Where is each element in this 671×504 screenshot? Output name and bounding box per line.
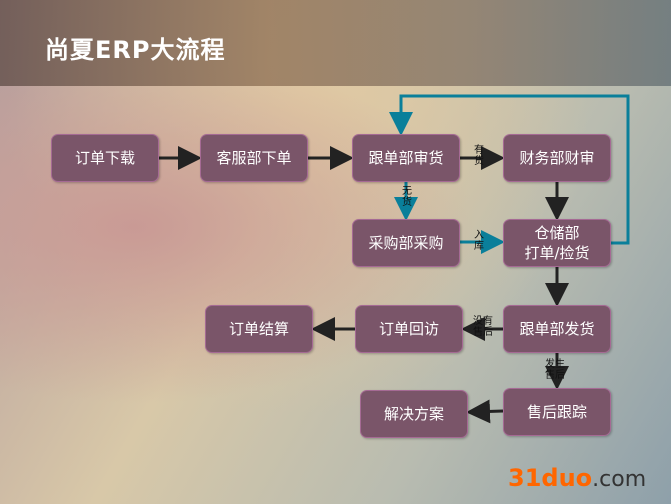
node-after-sales[interactable]: 售后跟踪 (503, 388, 611, 436)
node-solution[interactable]: 解决方案 (360, 390, 468, 438)
node-purchase[interactable]: 采购部采购 (352, 219, 460, 267)
node-revisit[interactable]: 订单回访 (355, 305, 463, 353)
node-follow-ship[interactable]: 跟单部发货 (503, 305, 611, 353)
watermark-logo: 31duo.com (508, 464, 647, 492)
loop-arrow (389, 94, 630, 245)
title-bar (0, 0, 671, 86)
node-finance-review[interactable]: 财务部财审 (503, 134, 611, 182)
arrow (466, 399, 504, 424)
node-follow-review[interactable]: 跟单部审货 (352, 134, 460, 182)
node-warehouse[interactable]: 仓储部 打单/捡货 (503, 219, 611, 267)
label-inbound: 入 库 (474, 230, 484, 252)
node-settlement[interactable]: 订单结算 (205, 305, 313, 353)
label-no-after-sales: 没有 售后 (473, 316, 493, 338)
node-cs-order[interactable]: 客服部下单 (200, 134, 308, 182)
page-title: 尚夏ERP大流程 (45, 36, 226, 64)
label-has-after-sales: 发生 售后 (545, 359, 565, 381)
label-no-stock: 无 货 (402, 186, 412, 208)
node-order-download[interactable]: 订单下载 (51, 134, 159, 182)
label-in-stock: 有 货 (474, 145, 484, 167)
